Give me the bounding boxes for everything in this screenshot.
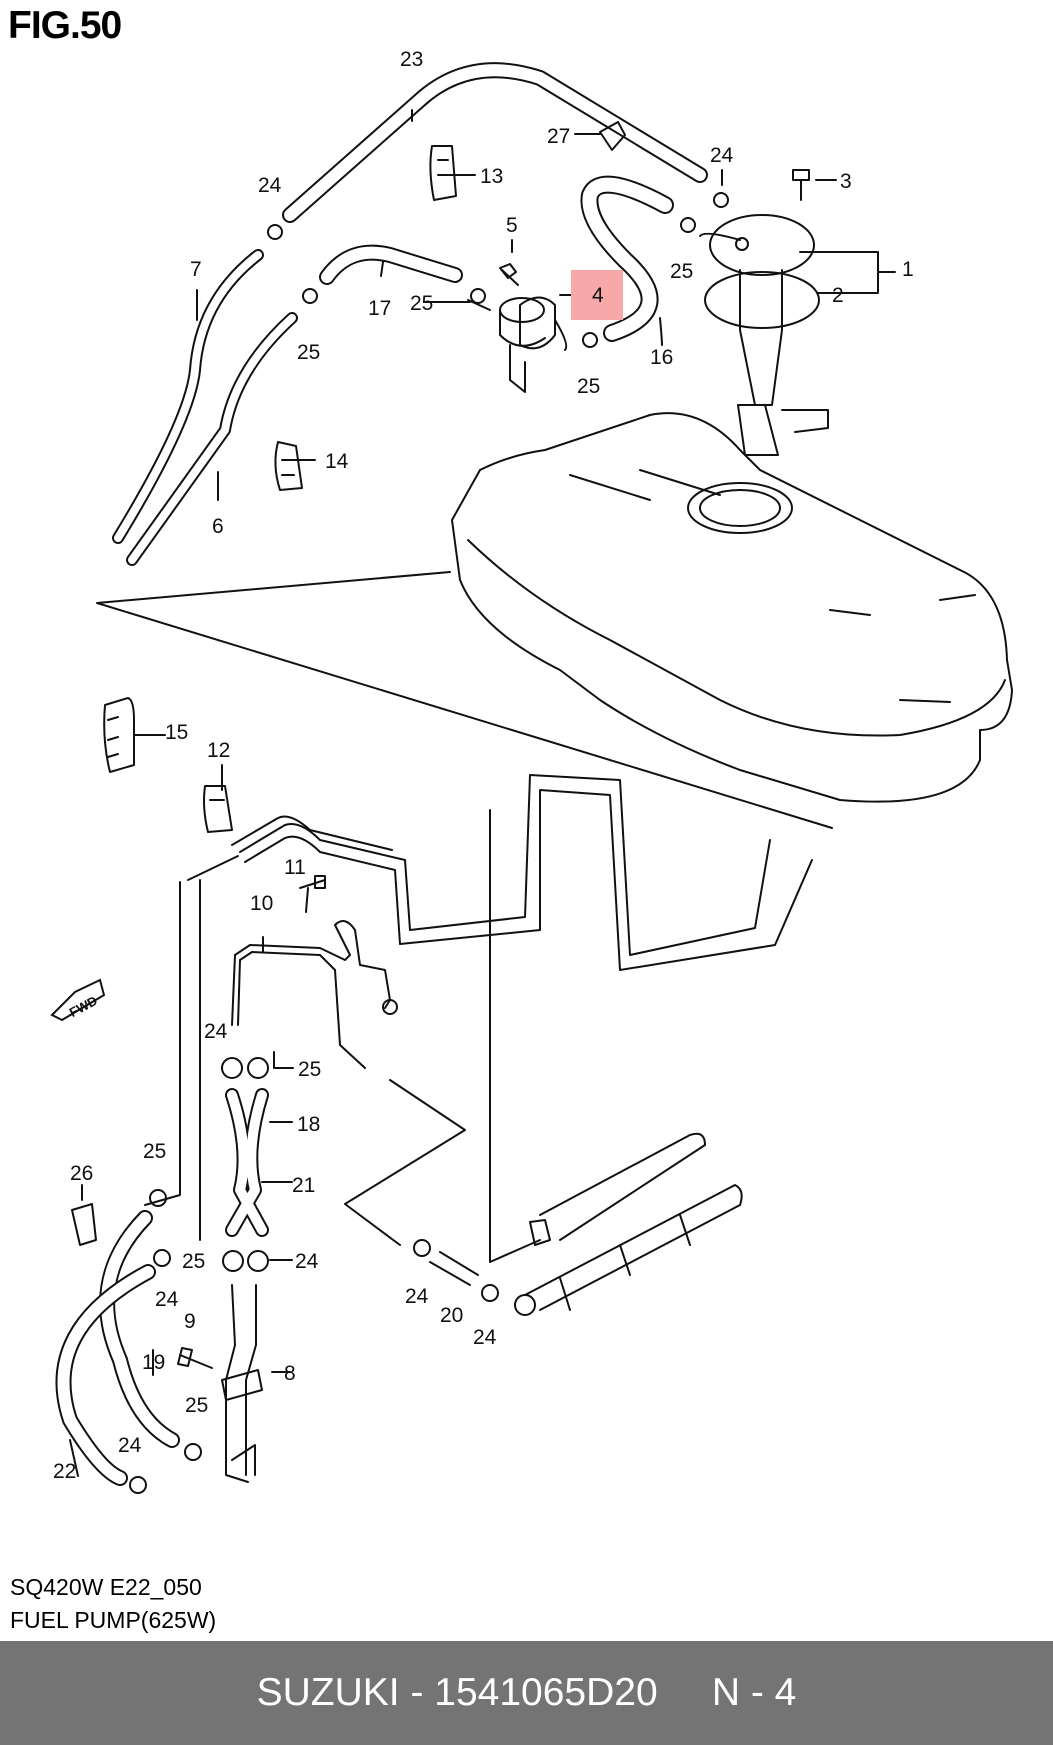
clamp-25-b <box>470 288 486 304</box>
clamp-24-d <box>129 1476 147 1494</box>
callout-24: 24 <box>204 1020 228 1043</box>
pipe-6 <box>126 312 298 566</box>
clip-12 <box>203 785 233 833</box>
clip-14 <box>274 441 303 491</box>
callout-25: 25 <box>297 341 320 364</box>
clamps-bottom <box>222 1250 269 1272</box>
footer-bar: SUZUKI - 1541065D20 N - 4 <box>0 1641 1053 1745</box>
callout-12: 12 <box>207 739 230 762</box>
leader-lines <box>96 571 833 1263</box>
footer-part-number: SUZUKI - 1541065D20 N - 4 <box>256 1671 797 1714</box>
fuel-line-bundle <box>144 774 813 1241</box>
clamp-24-e <box>413 1239 431 1257</box>
callout-19: 19 <box>142 1351 165 1374</box>
pipe-7 <box>112 249 264 544</box>
fwd-arrow-icon: FWD <box>50 978 106 1022</box>
callout-24: 24 <box>155 1288 179 1311</box>
callout-25: 25 <box>185 1394 208 1417</box>
callout-25: 25 <box>298 1058 321 1081</box>
callout-25: 25 <box>143 1140 166 1163</box>
callout-15: 15 <box>165 721 188 744</box>
clip-27 <box>599 121 626 151</box>
callout-24: 24 <box>405 1285 429 1308</box>
callout-1: 1 <box>902 258 914 281</box>
callout-24: 24 <box>258 174 282 197</box>
callout-11: 11 <box>284 856 306 879</box>
callout-7: 7 <box>190 258 202 281</box>
callout-14: 14 <box>325 450 349 473</box>
callout-labels: 23 27 24 3 13 24 5 1 7 25 4 2 17 25 25 1… <box>53 48 914 1483</box>
callout-5: 5 <box>506 214 518 237</box>
fuel-filter-4 <box>467 296 568 393</box>
clamp-25-c <box>582 332 598 348</box>
callout-25: 25 <box>670 260 693 283</box>
callout-25: 25 <box>577 375 600 398</box>
callout-16: 16 <box>650 346 673 369</box>
callout-21: 21 <box>292 1174 315 1197</box>
clamp-25-e <box>149 1189 167 1207</box>
callout-6: 6 <box>212 515 224 538</box>
hose-17 <box>319 244 463 285</box>
callout-4: 4 <box>592 284 604 307</box>
callout-22: 22 <box>53 1460 76 1483</box>
section-name: FUEL PUMP(625W) <box>10 1607 217 1633</box>
callout-23: 23 <box>400 48 423 71</box>
hose-18-21 <box>225 1088 269 1237</box>
hose-19-22 <box>55 1210 180 1486</box>
callout-18: 18 <box>297 1113 320 1136</box>
hose-16 <box>580 175 674 342</box>
fuel-tank <box>451 412 1013 803</box>
callout-20: 20 <box>440 1304 463 1327</box>
clamp-25-a <box>302 288 318 304</box>
clip-15 <box>103 697 135 773</box>
clamp-24-a <box>267 224 283 240</box>
fuel-line-10 <box>231 875 398 1069</box>
clamp-25-d <box>680 217 696 233</box>
fuel-rail <box>429 1132 743 1316</box>
fuel-line-8 <box>221 1284 263 1483</box>
clamp-24-f <box>481 1284 499 1302</box>
callout-10: 10 <box>250 892 273 915</box>
clamp-25-f <box>184 1443 202 1461</box>
callout-8: 8 <box>284 1362 296 1385</box>
callout-24: 24 <box>473 1326 497 1349</box>
model-code: SQ420W E22_050 <box>10 1574 202 1600</box>
clip-26 <box>71 1203 97 1246</box>
callout-25: 25 <box>410 292 433 315</box>
clamp-24-c <box>153 1249 171 1267</box>
highlighted-callout-bg <box>571 270 623 320</box>
callout-leaders <box>69 109 896 1477</box>
callout-3: 3 <box>840 170 852 193</box>
bolt-9 <box>177 1347 213 1369</box>
figure-title: FIG.50 <box>8 4 122 47</box>
callout-27: 27 <box>547 125 570 148</box>
bolt-5 <box>499 263 519 286</box>
callout-9: 9 <box>184 1310 196 1333</box>
hose-23 <box>282 62 708 223</box>
callout-24: 24 <box>118 1434 142 1457</box>
callout-26: 26 <box>70 1162 93 1185</box>
callout-24: 24 <box>710 144 734 167</box>
callout-24: 24 <box>295 1250 319 1273</box>
clip-13 <box>429 145 457 201</box>
screw-3 <box>792 169 810 201</box>
callout-13: 13 <box>480 165 503 188</box>
callout-2: 2 <box>832 284 844 307</box>
callout-17: 17 <box>368 297 391 320</box>
clamp-24-b <box>713 192 729 208</box>
parts-diagram: FWD 23 27 24 3 13 24 5 1 7 25 4 2 17 25 … <box>50 48 1013 1494</box>
callout-25: 25 <box>182 1250 205 1273</box>
clamps-top <box>221 1057 269 1079</box>
fuel-pump-assembly <box>699 214 829 456</box>
